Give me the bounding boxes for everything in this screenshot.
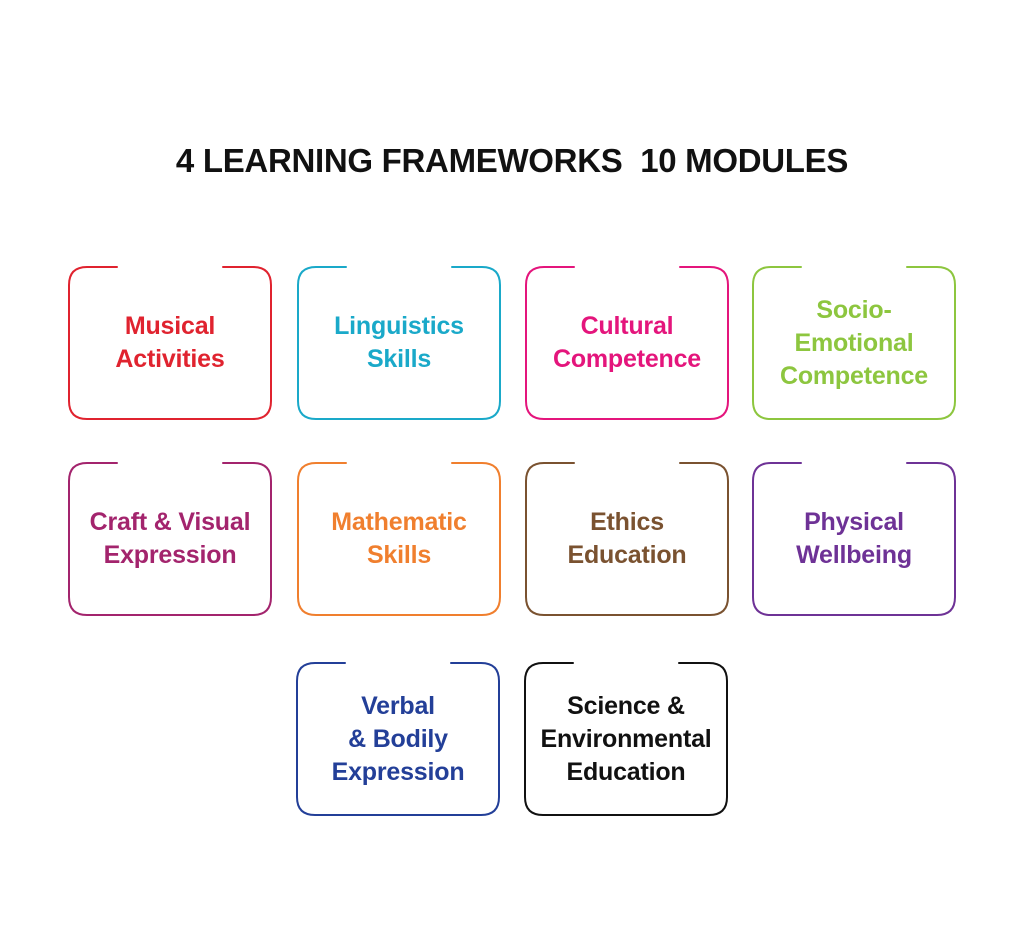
module-frame xyxy=(525,462,729,616)
frame-outline xyxy=(525,462,729,616)
module-frame xyxy=(297,462,501,616)
frame-outline xyxy=(297,266,501,420)
module-label: Science & Environmental Education xyxy=(540,691,712,786)
module-physical-wellbeing: Physical Wellbeing xyxy=(752,462,956,616)
module-frame xyxy=(752,462,956,616)
frame-outline xyxy=(68,462,272,616)
module-verbal-bodily-expression: Verbal & Bodily Expression xyxy=(296,662,500,816)
module-frame xyxy=(68,266,272,420)
module-label: Cultural Competence xyxy=(552,312,702,373)
module-linguistics-skills: Linguistics Skills xyxy=(297,266,501,420)
module-cultural-competence: Cultural Competence xyxy=(525,266,729,420)
module-frame xyxy=(524,662,728,816)
module-label: Linguistics Skills xyxy=(334,312,464,373)
module-label: Ethics Education xyxy=(567,508,687,569)
module-frame xyxy=(525,266,729,420)
module-label: Verbal & Bodily Expression xyxy=(331,691,465,786)
module-mathematic-skills: Mathematic Skills xyxy=(297,462,501,616)
frame-outline xyxy=(524,662,728,816)
module-label: Socio- Emotional Competence xyxy=(779,295,929,390)
module-frame xyxy=(68,462,272,616)
frame-outline xyxy=(296,662,500,816)
module-socio-emotional-competence: Socio- Emotional Competence xyxy=(752,266,956,420)
module-craft-visual-expression: Craft & Visual Expression xyxy=(68,462,272,616)
module-frame xyxy=(296,662,500,816)
frame-outline xyxy=(752,266,956,420)
module-label: Musical Activities xyxy=(115,312,225,373)
module-science-environmental-education: Science & Environmental Education xyxy=(524,662,728,816)
frame-outline xyxy=(297,462,501,616)
module-frame xyxy=(297,266,501,420)
module-label: Craft & Visual Expression xyxy=(89,508,251,569)
module-ethics-education: Ethics Education xyxy=(525,462,729,616)
module-frame xyxy=(752,266,956,420)
frame-outline xyxy=(525,266,729,420)
module-label: Physical Wellbeing xyxy=(796,508,912,569)
page-title: 4 LEARNING FRAMEWORKS 10 MODULES xyxy=(175,142,849,179)
module-label: Mathematic Skills xyxy=(331,508,467,569)
frame-outline xyxy=(752,462,956,616)
module-musical-activities: Musical Activities xyxy=(68,266,272,420)
frame-outline xyxy=(68,266,272,420)
